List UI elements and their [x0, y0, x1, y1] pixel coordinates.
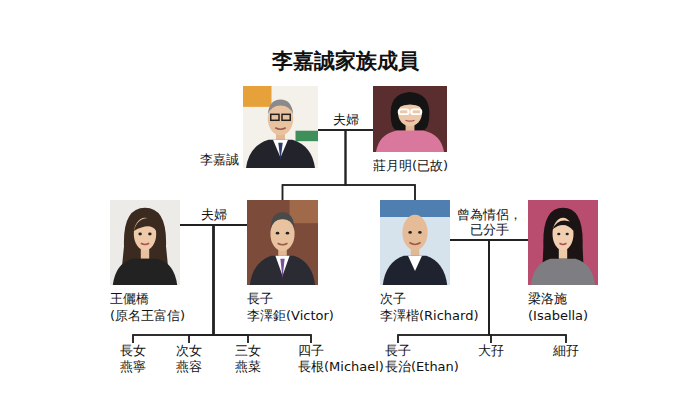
name-caption: 次子李澤楷(Richard) [380, 290, 479, 324]
portrait-photo [110, 200, 180, 285]
child-node: 細孖 [553, 343, 579, 359]
person-name: 燕容 [176, 359, 202, 375]
family-line [133, 225, 247, 343]
portrait-photo [373, 86, 447, 152]
name-caption: 王儷橋(原名王富信) [110, 290, 185, 324]
person-name: 長子 [247, 290, 273, 307]
person-photo-node: 次子李澤楷(Richard) [380, 200, 450, 285]
person-photo-node: 梁洛施(Isabella) [528, 200, 598, 285]
family-line [489, 240, 528, 343]
edge-label: 曾為情侶， 已分手 [452, 207, 526, 237]
family-line [180, 225, 311, 343]
child-node: 長子長治(Ethan) [385, 343, 459, 375]
child-node: 三女燕菜 [235, 343, 261, 375]
person-name: 長根(Michael) [298, 359, 384, 375]
person-photo-node: 長子李澤鉅(Victor) [247, 200, 318, 285]
family-line [180, 225, 214, 343]
edge-label: 夫婦 [331, 112, 361, 127]
person-name: (Isabella) [528, 307, 588, 324]
child-node: 長女燕寧 [120, 343, 146, 375]
family-line [450, 240, 566, 343]
portrait-photo [528, 200, 598, 285]
person-name: 次子 [380, 290, 406, 307]
child-node: 大孖 [478, 343, 504, 359]
person-name: 長子 [385, 343, 411, 359]
family-line [398, 240, 528, 343]
name-caption: 莊月明(已故) [373, 157, 448, 174]
person-photo-node: 王儷橋(原名王富信) [110, 200, 180, 285]
family-line [398, 240, 489, 343]
family-line [214, 225, 312, 343]
portrait-photo [247, 200, 318, 285]
family-line [489, 240, 566, 343]
family-line [214, 225, 249, 343]
person-name: 次女 [176, 343, 202, 359]
person-name: 梁洛施 [528, 290, 567, 307]
person-name: 燕寧 [120, 359, 146, 375]
person-name: 大孖 [478, 343, 504, 359]
portrait-photo [380, 200, 450, 285]
person-name: 李嘉誠 [200, 151, 239, 168]
person-name: 燕菜 [235, 359, 261, 375]
person-name: 細孖 [553, 343, 579, 359]
family-line [133, 225, 214, 343]
portrait-photo [243, 86, 318, 168]
child-node: 四子長根(Michael) [298, 343, 384, 375]
person-photo-node: 莊月明(已故) [373, 86, 447, 152]
name-caption: 長子李澤鉅(Victor) [247, 290, 334, 324]
person-name: 王儷橋 [110, 290, 149, 307]
person-name: 四子 [298, 343, 324, 359]
person-photo-node: 李嘉誠 [243, 86, 318, 168]
person-name: 長治(Ethan) [385, 359, 459, 375]
name-caption: 梁洛施(Isabella) [528, 290, 588, 324]
person-name: 李澤鉅(Victor) [247, 307, 334, 324]
person-name: 三女 [235, 343, 261, 359]
family-line [450, 240, 491, 343]
person-name: 李澤楷(Richard) [380, 307, 479, 324]
person-name: 長女 [120, 343, 146, 359]
child-node: 次女燕容 [176, 343, 202, 375]
edge-label: 夫婦 [199, 207, 229, 222]
person-name: (原名王富信) [110, 307, 185, 324]
family-line [189, 225, 247, 343]
diagram-title: 李嘉誠家族成員 [195, 48, 495, 74]
family-line [283, 130, 346, 200]
name-caption: 李嘉誠 [200, 151, 239, 168]
person-name: 莊月明(已故) [373, 157, 448, 174]
family-line [283, 130, 374, 200]
